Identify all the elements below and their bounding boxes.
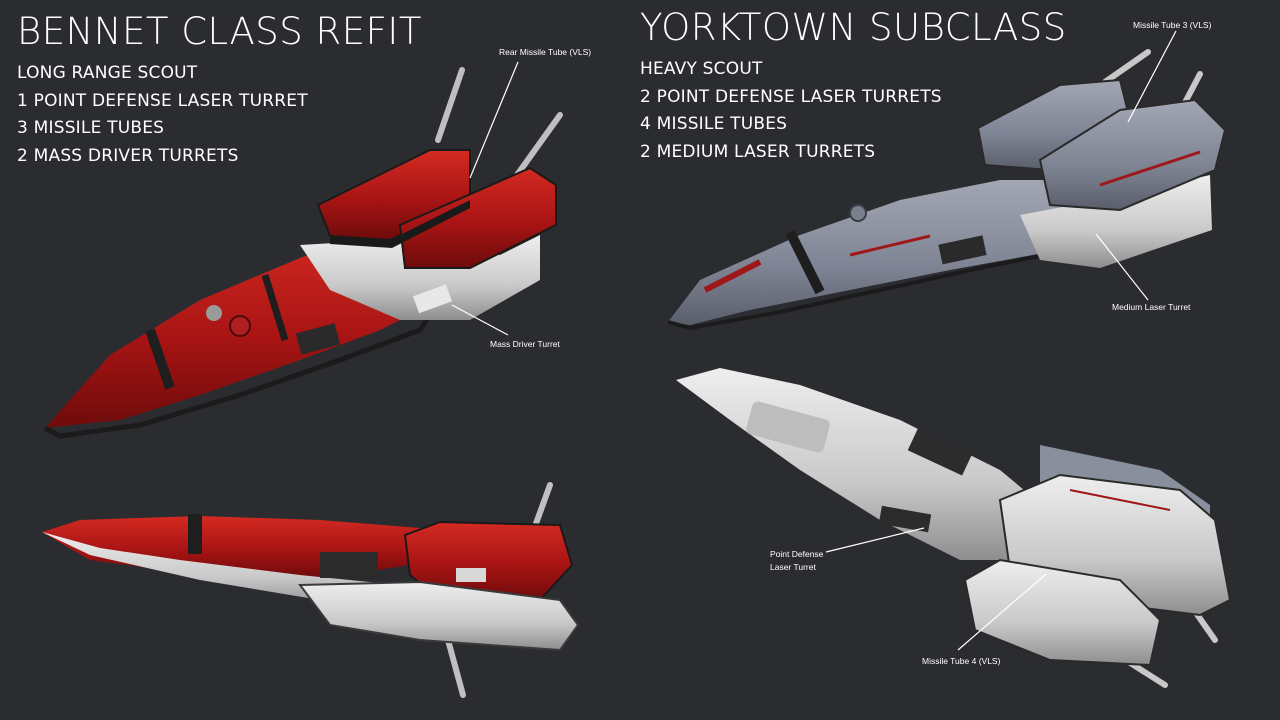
svg-text:Laser Turret: Laser Turret [770,562,816,572]
svg-text:Point Defense: Point Defense [770,549,824,559]
svg-text:Missile Tube 4 (VLS): Missile Tube 4 (VLS) [922,656,1001,666]
yorktown-title: YORKTOWN SUBCLASS [640,6,1067,49]
yorktown-spec-list: HEAVY SCOUT 2 POINT DEFENSE LASER TURRET… [640,56,1067,166]
svg-text:Missile Tube 3 (VLS): Missile Tube 3 (VLS) [1133,20,1212,30]
yorktown-spec-item: HEAVY SCOUT [640,59,763,79]
bennet-spec-item: 1 POINT DEFENSE LASER TURRET [17,90,308,111]
callout-missile-tube-4: Missile Tube 4 (VLS) [922,573,1047,666]
yorktown-spec-item: 4 MISSILE TUBES [640,114,788,134]
bennet-spec-list: LONG RANGE SCOUT 1 POINT DEFENSE LASER T… [17,60,422,170]
bennet-top-render [43,67,563,439]
svg-text:Rear Missile Tube (VLS): Rear Missile Tube (VLS) [499,47,591,57]
bennet-info-panel: BENNET CLASS REFIT LONG RANGE SCOUT 1 PO… [17,13,422,170]
callout-medium-laser-turret: Medium Laser Turret [1095,233,1191,312]
bennet-spec-item: LONG RANGE SCOUT [17,63,198,83]
svg-text:Medium Laser Turret: Medium Laser Turret [1112,302,1191,312]
callout-missile-tube-3: Missile Tube 3 (VLS) [1127,20,1212,123]
callout-rear-missile-tube: Rear Missile Tube (VLS) [469,47,591,179]
bennet-spec-item: 2 MASS DRIVER TURRETS [17,145,239,166]
yorktown-top-render [667,49,1227,331]
bennet-title: BENNET CLASS REFIT [17,10,422,53]
callout-mass-driver-turret: Mass Driver Turret [451,304,561,349]
bennet-spec-item: 3 MISSILE TUBES [17,118,165,138]
yorktown-spec-item: 2 MEDIUM LASER TURRETS [640,141,876,162]
bennet-side-render [42,482,580,698]
yorktown-bottom-render [676,368,1232,688]
svg-text:Mass Driver Turret: Mass Driver Turret [490,339,561,349]
yorktown-spec-item: 2 POINT DEFENSE LASER TURRETS [640,86,942,107]
callout-point-defense-laser-turret: Point Defense Laser Turret [770,527,925,572]
yorktown-info-panel: YORKTOWN SUBCLASS HEAVY SCOUT 2 POINT DE… [640,9,1067,166]
